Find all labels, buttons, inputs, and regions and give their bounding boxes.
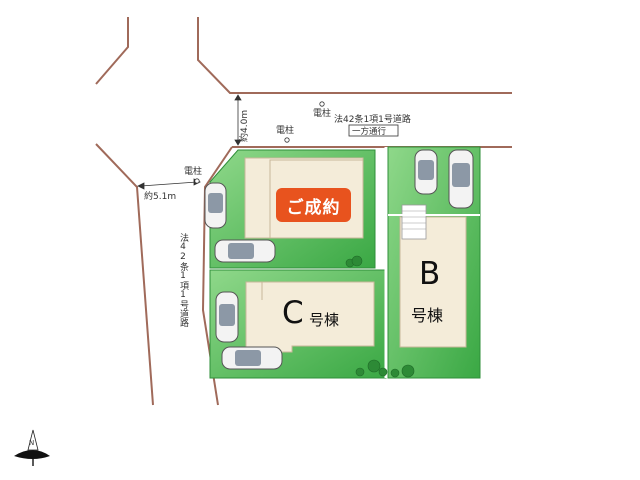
front-road-dimension [234,94,242,146]
utility-pole-label: 電柱 [313,107,331,119]
utility-pole-icon [194,178,200,184]
side-road-legal-label: 法42条1項1号道路 [178,233,188,327]
car-icon [448,149,474,209]
front-road-legal-label: 法42条1項1号道路 [334,113,411,125]
car-icon [215,291,239,343]
building-b-suffix: 号棟 [411,306,444,325]
car-icon [414,149,438,195]
side-road-dimension [137,178,201,190]
utility-pole-icon [319,101,325,107]
car-icon [221,346,283,370]
utility-pole-label: 電柱 [184,165,202,177]
utility-pole-label: 電柱 [276,124,294,136]
lot-c [209,269,387,379]
utility-pole-icon [284,137,290,143]
one-way-box [348,124,399,137]
car-icon [214,239,276,263]
compass-icon: N [14,429,50,466]
sold-badge [276,188,351,222]
building-c-suffix: 号棟 [309,311,340,329]
sold-status-label: ご成約 [286,197,341,218]
compass-north-label: N [29,439,34,447]
building-b-letter: B [419,256,441,292]
shrub-icon [345,255,415,378]
car-icon [204,182,227,229]
side-road-width-label: 約5.1m [144,190,176,202]
building-c-letter: C [282,295,304,331]
one-way-label: 一方通行 [352,126,387,137]
front-road-width-label: 約4.0m [238,110,250,142]
